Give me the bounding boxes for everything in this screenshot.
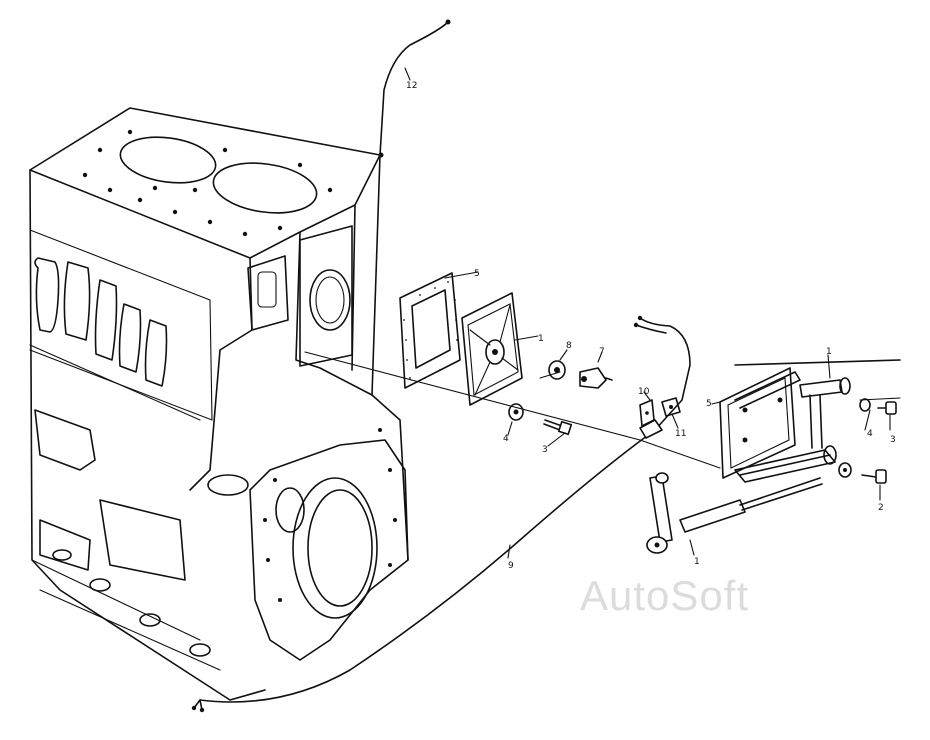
callout-1-top-right: 1 (826, 347, 832, 357)
callout-7: 7 (599, 347, 605, 357)
bracket-plate-5-right (719, 367, 801, 479)
washer-4-right-top (859, 398, 871, 412)
bolt-3-right (877, 401, 897, 415)
bolt-2 (861, 469, 887, 484)
engine-block (29, 107, 409, 701)
callout-8: 8 (566, 341, 572, 351)
block-side-ports (29, 229, 213, 421)
gasket-5 (399, 272, 461, 389)
watermark-text: AutoSoft (580, 572, 750, 619)
callout-1-rod: 1 (694, 557, 700, 567)
cover-plate-1 (461, 292, 523, 406)
callout-12: 12 (406, 81, 417, 91)
callout-labels: 12 5 1 8 7 10 11 4 3 9 5 1 1 4 3 2 (406, 81, 896, 571)
rear-bolt-holes (263, 428, 397, 602)
nut-8 (548, 360, 566, 380)
callout-1-cover: 1 (538, 334, 544, 344)
bolt-3-center (543, 419, 573, 436)
deck-bolt-holes (82, 129, 333, 237)
cylinder-rod (646, 472, 823, 554)
callout-5-gasket: 5 (474, 269, 480, 279)
gasket-texture (403, 281, 458, 379)
clip-11 (661, 397, 681, 417)
actuator-rod-assembly (734, 359, 901, 483)
sensor-7 (579, 367, 613, 389)
callout-4-center: 4 (503, 434, 509, 444)
callout-3-center: 3 (542, 445, 548, 455)
callout-4-right: 4 (867, 429, 873, 439)
callout-2: 2 (878, 503, 884, 513)
callout-11: 11 (675, 429, 686, 439)
callout-9: 9 (508, 561, 514, 571)
callout-5-right: 5 (706, 399, 712, 409)
wire-9 (191, 315, 691, 713)
washer-4-right-bottom (838, 462, 852, 478)
callout-3-right: 3 (890, 435, 896, 445)
leader-lines (304, 67, 901, 559)
wire-12 (378, 19, 451, 158)
callout-10: 10 (638, 387, 650, 397)
